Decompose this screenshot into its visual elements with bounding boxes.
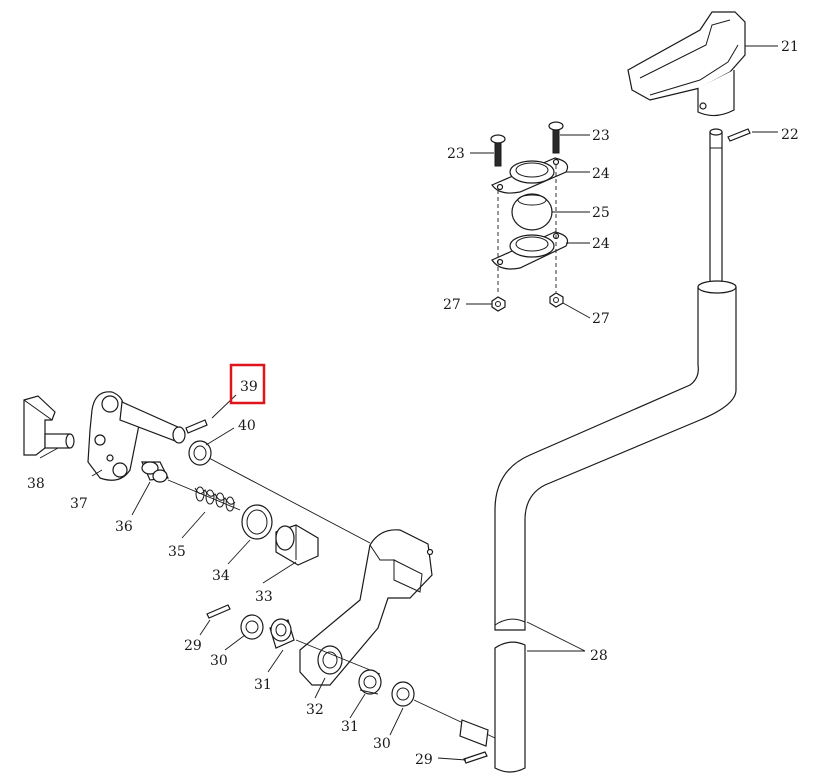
part-24-flange-bottom — [491, 231, 569, 270]
label-35: 35 — [168, 544, 186, 560]
part-number-labels: 21 22 23 23 24 25 24 27 27 28 38 37 36 3… — [27, 39, 799, 768]
part-29-pin-right — [459, 719, 489, 764]
label-29a: 29 — [184, 638, 202, 654]
label-36: 36 — [115, 519, 133, 535]
label-33: 33 — [255, 589, 273, 605]
label-21: 21 — [781, 39, 799, 55]
label-30a: 30 — [210, 653, 228, 669]
label-23a: 23 — [447, 146, 465, 162]
label-38: 38 — [27, 476, 45, 492]
part-32-shift-lever — [299, 529, 434, 686]
part-30-washer-right — [391, 681, 415, 707]
part-30-washer-left — [240, 614, 264, 640]
part-39-shaft — [119, 401, 208, 444]
part-24-flange-top — [491, 157, 569, 194]
label-22: 22 — [781, 127, 799, 143]
label-28: 28 — [590, 648, 608, 664]
part-33-plug-bolt — [275, 524, 319, 566]
part-34-o-ring — [241, 504, 273, 540]
part-36-bushing — [141, 461, 169, 483]
part-40-washer — [188, 440, 212, 466]
part-29-pin-left — [206, 604, 231, 619]
label-27b: 27 — [592, 311, 610, 327]
label-31a: 31 — [254, 677, 272, 693]
label-32: 32 — [306, 702, 324, 718]
highlight-box-39 — [229, 363, 266, 405]
label-31b: 31 — [341, 719, 359, 735]
part-25-ball-bushing — [511, 193, 553, 231]
part-31-bushing-left — [269, 618, 295, 649]
label-40: 40 — [238, 418, 256, 434]
part-28-shift-rod — [494, 128, 737, 773]
part-23-screws — [490, 121, 564, 167]
part-21-handle-knob — [627, 11, 746, 117]
part-27-nuts — [491, 292, 564, 312]
label-24a: 24 — [592, 166, 610, 182]
label-23b: 23 — [592, 128, 610, 144]
part-35-spring — [194, 486, 236, 512]
label-30b: 30 — [373, 736, 391, 752]
part-37-bracket — [87, 391, 141, 481]
label-39: 39 — [240, 379, 258, 395]
label-29b: 29 — [415, 752, 433, 768]
label-34: 34 — [212, 568, 230, 584]
part-38-knob — [23, 395, 75, 456]
label-37: 37 — [70, 496, 88, 512]
label-27a: 27 — [443, 297, 461, 313]
label-24b: 24 — [592, 236, 610, 252]
part-22-pin — [727, 128, 751, 142]
part-31-bushing-right — [358, 669, 382, 695]
label-25: 25 — [592, 205, 610, 221]
